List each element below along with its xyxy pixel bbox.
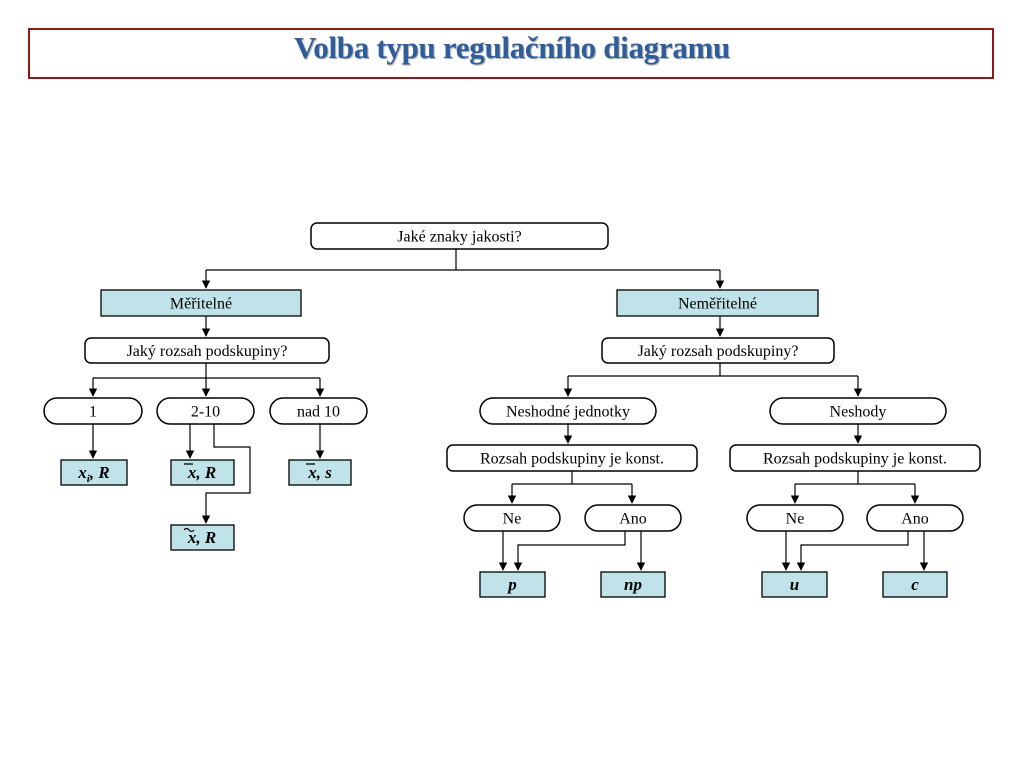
option-2-10-label: 2-10 <box>191 404 220 421</box>
result-xbar-s: x, s <box>288 459 352 486</box>
nonconformities-label: Neshody <box>830 404 887 421</box>
svg-text:xi, R: xi, R <box>77 463 109 485</box>
svg-text:x, R: x, R <box>187 528 216 547</box>
non-measurable-node: Neměřitelné <box>616 289 819 317</box>
constant-size-question-left-label: Rozsah podskupiny je konst. <box>480 451 664 468</box>
xtilde-tilde <box>183 527 195 533</box>
constant-size-question-right-label: Rozsah podskupiny je konst. <box>763 451 947 468</box>
subgroup-size-question-left-label: Jaký rozsah podskupiny? <box>127 343 288 360</box>
result-u: u <box>761 571 828 598</box>
no-right-node: Ne <box>746 504 844 532</box>
option-1-label: 1 <box>89 404 97 421</box>
subgroup-size-question-right: Jaký rozsah podskupiny? <box>601 337 835 364</box>
no-left-node: Ne <box>463 504 561 532</box>
option-over-10-node: nad 10 <box>269 397 368 425</box>
nonconforming-units-node: Neshodné jednotky <box>479 397 657 425</box>
result-c: c <box>882 571 948 598</box>
measurable-node: Měřitelné <box>100 289 302 317</box>
result-np: np <box>600 571 666 598</box>
option-over-10-label: nad 10 <box>297 404 340 421</box>
subgroup-size-question-left: Jaký rozsah podskupiny? <box>84 337 330 364</box>
result-xbar-r: x, R <box>170 459 235 486</box>
title-frame <box>28 28 994 79</box>
yes-right-label: Ano <box>901 511 929 528</box>
yes-left-node: Ano <box>584 504 682 532</box>
page-title: Volba typu regulačního diagramu <box>294 30 730 65</box>
svg-text:x, s: x, s <box>307 463 332 482</box>
result-p: p <box>479 571 546 598</box>
non-measurable-label: Neměřitelné <box>678 296 757 313</box>
result-xi-r: xi, R <box>60 459 128 486</box>
connectors <box>88 249 929 571</box>
constant-size-question-right: Rozsah podskupiny je konst. <box>729 444 981 472</box>
option-1-node: 1 <box>43 397 143 425</box>
result-c-label: c <box>911 575 919 594</box>
result-p-label: p <box>506 575 517 594</box>
yes-left-label: Ano <box>619 511 647 528</box>
option-2-10-node: 2-10 <box>156 397 255 425</box>
result-u-label: u <box>790 575 799 594</box>
no-left-label: Ne <box>503 511 522 528</box>
result-np-label: np <box>624 575 642 594</box>
constant-size-question-left: Rozsah podskupiny je konst. <box>446 444 698 472</box>
yes-right-node: Ano <box>866 504 964 532</box>
result-xtilde-r: x, R <box>170 524 235 551</box>
nonconforming-units-label: Neshodné jednotky <box>506 404 630 421</box>
svg-text:x, R: x, R <box>187 463 216 482</box>
root-question-label: Jaké znaky jakosti? <box>397 229 521 246</box>
subgroup-size-question-right-label: Jaký rozsah podskupiny? <box>638 343 799 360</box>
no-right-label: Ne <box>786 511 805 528</box>
nonconformities-node: Neshody <box>769 397 947 425</box>
measurable-label: Měřitelné <box>170 296 232 313</box>
root-question-node: Jaké znaky jakosti? <box>310 222 609 250</box>
